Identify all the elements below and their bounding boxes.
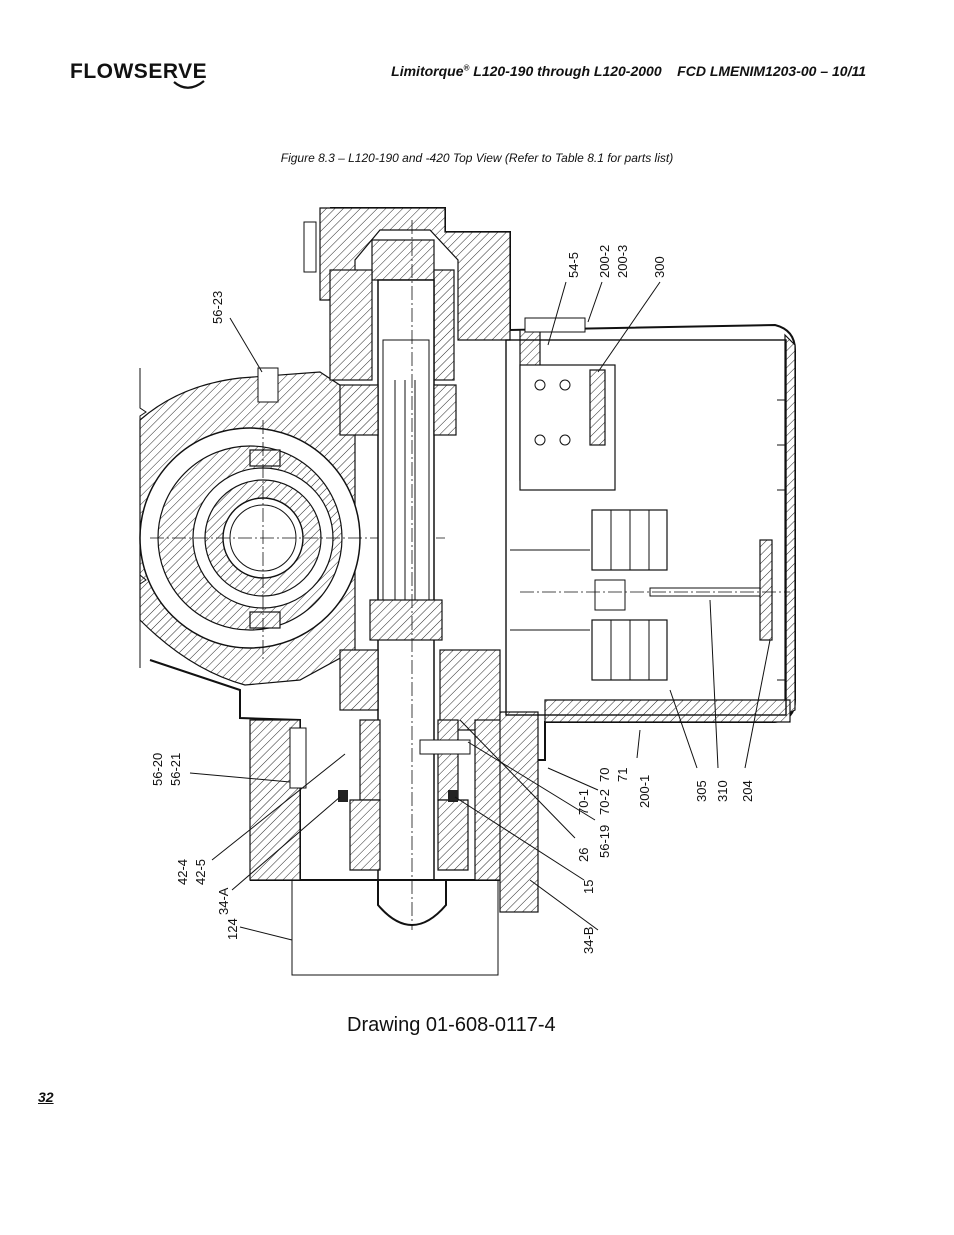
- callout-124: 124: [225, 918, 240, 940]
- drawing-number: Drawing 01-608-0117-4: [347, 1014, 556, 1036]
- actuator-top-view-drawing: 56-23 54-5 200-2 200-3 300 56-20 56-21 4…: [139, 207, 796, 976]
- callout-34-B: 34-B: [581, 927, 596, 954]
- callout-70-1: 70-1: [576, 789, 591, 815]
- callout-56-20: 56-20: [150, 753, 165, 786]
- callout-300: 300: [652, 256, 667, 278]
- document-code: FCD LMENIM1203-00 – 10/11: [677, 63, 866, 79]
- logo-wordmark: FLOWSERVE: [70, 60, 207, 83]
- callout-200-2: 200-2: [597, 245, 612, 278]
- callout-70-2: 70-2: [597, 789, 612, 815]
- callout-305: 305: [694, 780, 709, 802]
- callout-42-4: 42-4: [175, 859, 190, 885]
- callout-70: 70: [597, 768, 612, 782]
- callout-34-A: 34-A: [216, 887, 231, 915]
- flowserve-logo: FLOWSERVE: [70, 60, 207, 89]
- callout-200-1: 200-1: [637, 775, 652, 808]
- callout-42-5: 42-5: [193, 859, 208, 885]
- product-name: Limitorque: [391, 63, 464, 79]
- callout-204: 204: [740, 780, 755, 802]
- callout-56-19: 56-19: [597, 825, 612, 858]
- callout-200-3: 200-3: [615, 245, 630, 278]
- callout-15: 15: [581, 880, 596, 894]
- document-header: Limitorque® L120-190 through L120-2000 F…: [391, 63, 866, 79]
- callout-71: 71: [615, 768, 630, 782]
- logo-swoosh: [173, 80, 205, 89]
- figure-caption: Figure 8.3 – L120-190 and -420 Top View …: [280, 151, 674, 165]
- callout-56-23: 56-23: [210, 291, 225, 324]
- page-number: 32: [38, 1089, 54, 1105]
- callout-56-21: 56-21: [168, 753, 183, 786]
- registered-mark: ®: [463, 63, 470, 73]
- callout-310: 310: [715, 780, 730, 802]
- product-range: L120-190 through L120-2000: [469, 63, 662, 79]
- callout-54-5: 54-5: [566, 252, 581, 278]
- callout-26: 26: [576, 848, 591, 862]
